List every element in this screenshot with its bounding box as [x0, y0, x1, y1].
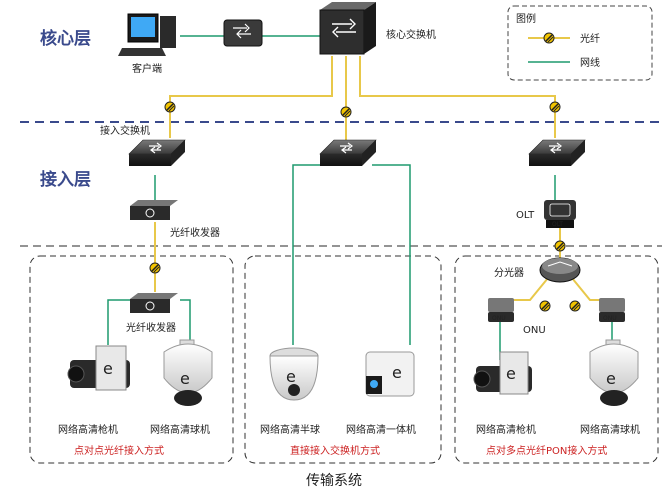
core-switch-icon: [319, 2, 376, 55]
section-direct-label: 直接接入交换机方式: [290, 444, 380, 457]
camera-gun1-label: 网络高清枪机: [58, 423, 118, 436]
olt-uplink-switch-icon: [528, 139, 586, 167]
client-label: 客户端: [132, 62, 162, 75]
svg-text:OLT: OLT: [552, 221, 563, 228]
svg-text:e: e: [180, 369, 190, 388]
fiber-marker: [340, 106, 352, 118]
camera-integrated-label: 网络高清一体机: [346, 423, 416, 436]
dome-camera-icon: e: [589, 339, 639, 406]
legend-cable-label: 网线: [580, 56, 600, 69]
section-box-p2p: [29, 255, 234, 464]
camera-dome2-label: 网络高清球机: [580, 423, 640, 436]
camera-gun2-label: 网络高清枪机: [476, 423, 536, 436]
legend: 图例 光纤 网线: [507, 5, 653, 81]
camera-dome1-label: 网络高清球机: [150, 423, 210, 436]
access-layer-label: 接入层: [40, 169, 91, 190]
svg-text:e: e: [286, 367, 296, 386]
onu-label: ONU: [523, 325, 546, 336]
diagram-caption: 传输系统: [306, 473, 362, 489]
svg-text:e: e: [506, 364, 516, 383]
gun-camera-icon: e: [67, 345, 130, 391]
fiber-marker: [149, 262, 161, 274]
section-box-direct: [244, 255, 442, 464]
fiber-transceiver-bottom-icon: [130, 293, 178, 313]
core-layer-label: 核心层: [40, 28, 91, 49]
svg-text:e: e: [606, 369, 616, 388]
svg-text:ONU: ONU: [603, 315, 617, 322]
fiber-marker: [554, 240, 566, 252]
olt-device-icon: OLT: [544, 200, 576, 228]
fiber-marker: [569, 300, 581, 312]
fiber-marker: [549, 101, 561, 113]
section-pon-label: 点对多点光纤PON接入方式: [486, 444, 607, 457]
access-switch-label: 接入交换机: [100, 124, 150, 137]
middle-switch-icon: [319, 139, 377, 167]
fiber-transceiver-top-label: 光纤收发器: [170, 226, 220, 239]
fiber-transceiver-bottom-label: 光纤收发器: [126, 321, 176, 334]
core-switch-label: 核心交换机: [386, 28, 436, 41]
fiber-core-olt: [359, 56, 556, 138]
dome-camera-icon: e: [163, 339, 213, 406]
fiber-transceiver-top-icon: [130, 200, 178, 220]
gun-camera-icon: e: [473, 351, 532, 395]
svg-text:ONU: ONU: [492, 315, 506, 322]
svg-text:e: e: [392, 363, 402, 382]
legend-fiber-label: 光纤: [580, 32, 600, 45]
access-switch-icon: [128, 139, 186, 167]
splitter-icon: [539, 257, 581, 283]
integrated-camera-icon: e: [365, 351, 415, 397]
splitter-label: 分光器: [494, 266, 524, 279]
fiber-marker: [539, 300, 551, 312]
camera-halfdome-label: 网络高清半球: [260, 423, 320, 436]
section-p2p-label: 点对点光纤接入方式: [74, 444, 164, 457]
legend-title: 图例: [516, 12, 536, 25]
section-box-pon: [454, 255, 659, 464]
olt-label: OLT: [516, 210, 535, 221]
onu-right-icon: ONU: [599, 298, 625, 322]
fiber-core-access: [169, 56, 333, 138]
small-switch-icon: [223, 19, 263, 47]
svg-text:e: e: [103, 359, 113, 378]
fiber-marker: [164, 101, 176, 113]
half-dome-camera-icon: e: [269, 347, 319, 401]
client-computer-icon: [118, 13, 176, 56]
onu-left-icon: ONU: [488, 298, 514, 322]
